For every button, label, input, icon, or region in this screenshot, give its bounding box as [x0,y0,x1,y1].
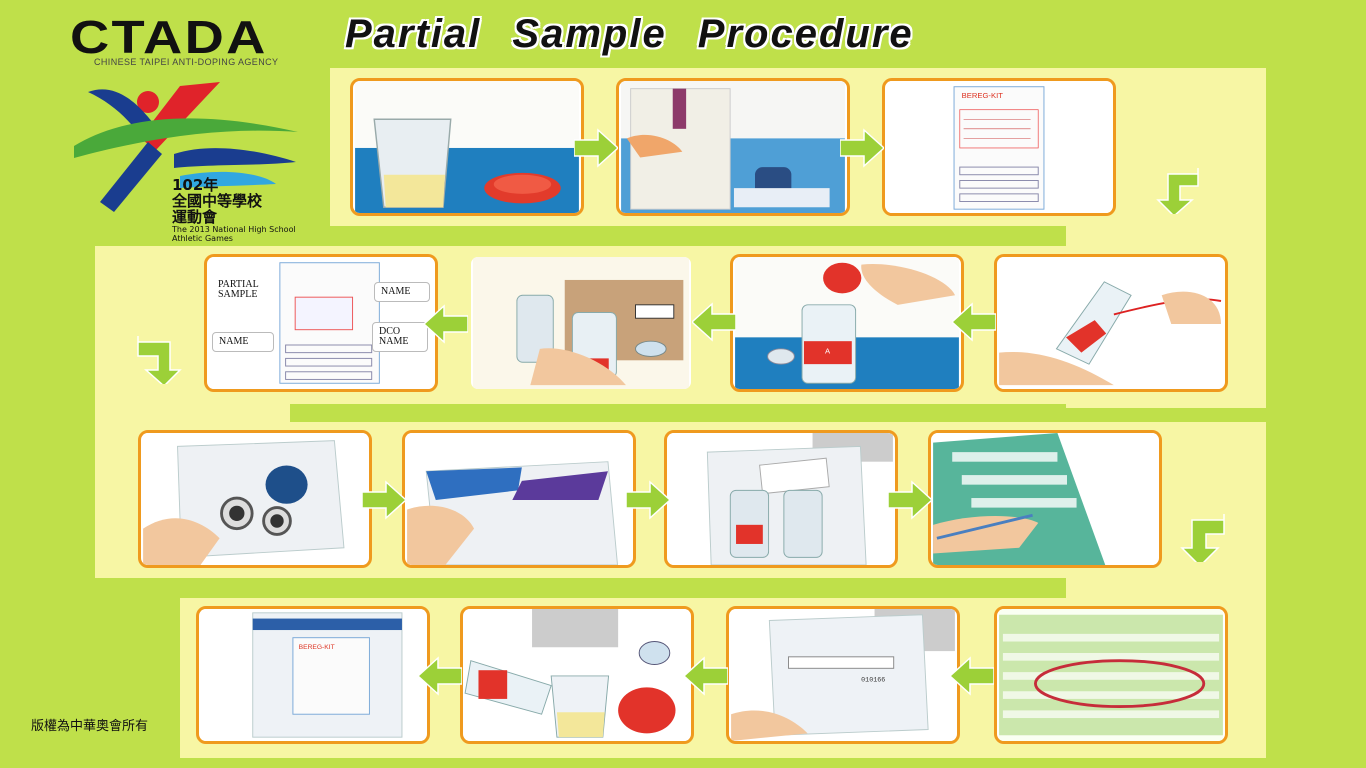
partial-sample-label: PARTIAL SAMPLE [218,279,259,300]
fill-form-illustration [933,433,1157,565]
pour-bottle-illustration: A [735,257,959,389]
step-8-seal-bag-image [402,430,636,568]
step-1-beaker-image [350,78,584,216]
games-year: 102年 [172,176,219,194]
sealed-bag-illustration [669,433,893,565]
arrow-left-icon [952,302,996,342]
pour-beaker-illustration [464,609,689,741]
step-5-bottles-image [468,254,694,392]
step-6-labeled-form-image [204,254,438,392]
beaker-illustration [355,81,579,213]
step-11-form-circle-image [994,606,1228,744]
kit-box-illustration [621,81,845,213]
step-9-sealed-bag-image [664,430,898,568]
bag-bottles-illustration [143,433,367,565]
ctada-logo-subtitle: CHINESE TAIPEI ANTI-DOPING AGENCY [94,57,279,67]
final-kit-illustration: BEREG-KIT [201,609,425,741]
arrow-right-icon [574,128,618,168]
arrow-down-right-icon [1180,514,1225,562]
step-10-fill-form-image [928,430,1162,568]
ctada-logo: CTADA [70,11,268,63]
step-13-pour-beaker-image [460,606,694,744]
arrow-left-icon [950,656,994,696]
kit-form-illustration: BEREG-KIT [887,81,1111,213]
arrow-right-icon [888,480,932,520]
kit-label-top: BEREG-KIT [962,91,1004,100]
athlete-name-label: NAME [374,282,430,302]
arrow-right-icon [362,480,406,520]
form-circle-illustration [999,609,1223,741]
page-title: Partial Sample Procedure [345,12,914,56]
step-4b-pour-image: A [730,254,964,392]
step-2-kit-box-image [616,78,850,216]
arrow-down-right-icon [1156,168,1199,214]
games-name-2: 運動會 [172,208,218,226]
dco-name-label: DCO NAME [372,322,428,352]
arrow-right-icon [626,480,670,520]
games-en-2: Athletic Games [172,234,233,243]
kit-label-final: BEREG-KIT [299,644,335,651]
kit-bag-illustration: 010166 [731,609,955,741]
arrow-left-icon [418,656,462,696]
seal-bag-illustration [407,433,631,565]
step-4-seal-bottle-image [994,254,1228,392]
step-3-form-image: BEREG-KIT [882,78,1116,216]
games-en-1: The 2013 National High School [172,225,296,234]
bottle-label-a: A [825,347,831,356]
name-label-bottom: NAME [212,332,274,352]
step-7-bag-bottles-image [138,430,372,568]
arrow-down-left-icon [137,336,182,384]
arrow-left-icon [424,304,468,344]
games-logo-text: 102年 全國中等學校 運動會 The 2013 National High S… [172,176,296,244]
kit-code: 010166 [861,677,885,685]
games-name-1: 全國中等學校 [172,192,263,210]
arrow-left-icon [684,656,728,696]
bottles-illustration [472,257,690,389]
step-14-final-kit-image: BEREG-KIT [196,606,430,744]
arrow-right-icon [840,128,884,168]
games-logo-icon [74,82,298,212]
seal-bottle-illustration [999,257,1223,389]
arrow-left-icon [692,302,736,342]
copyright-text: 版權為中華奧會所有 [31,719,149,734]
step-12-kit-bag-image: 010166 [726,606,960,744]
